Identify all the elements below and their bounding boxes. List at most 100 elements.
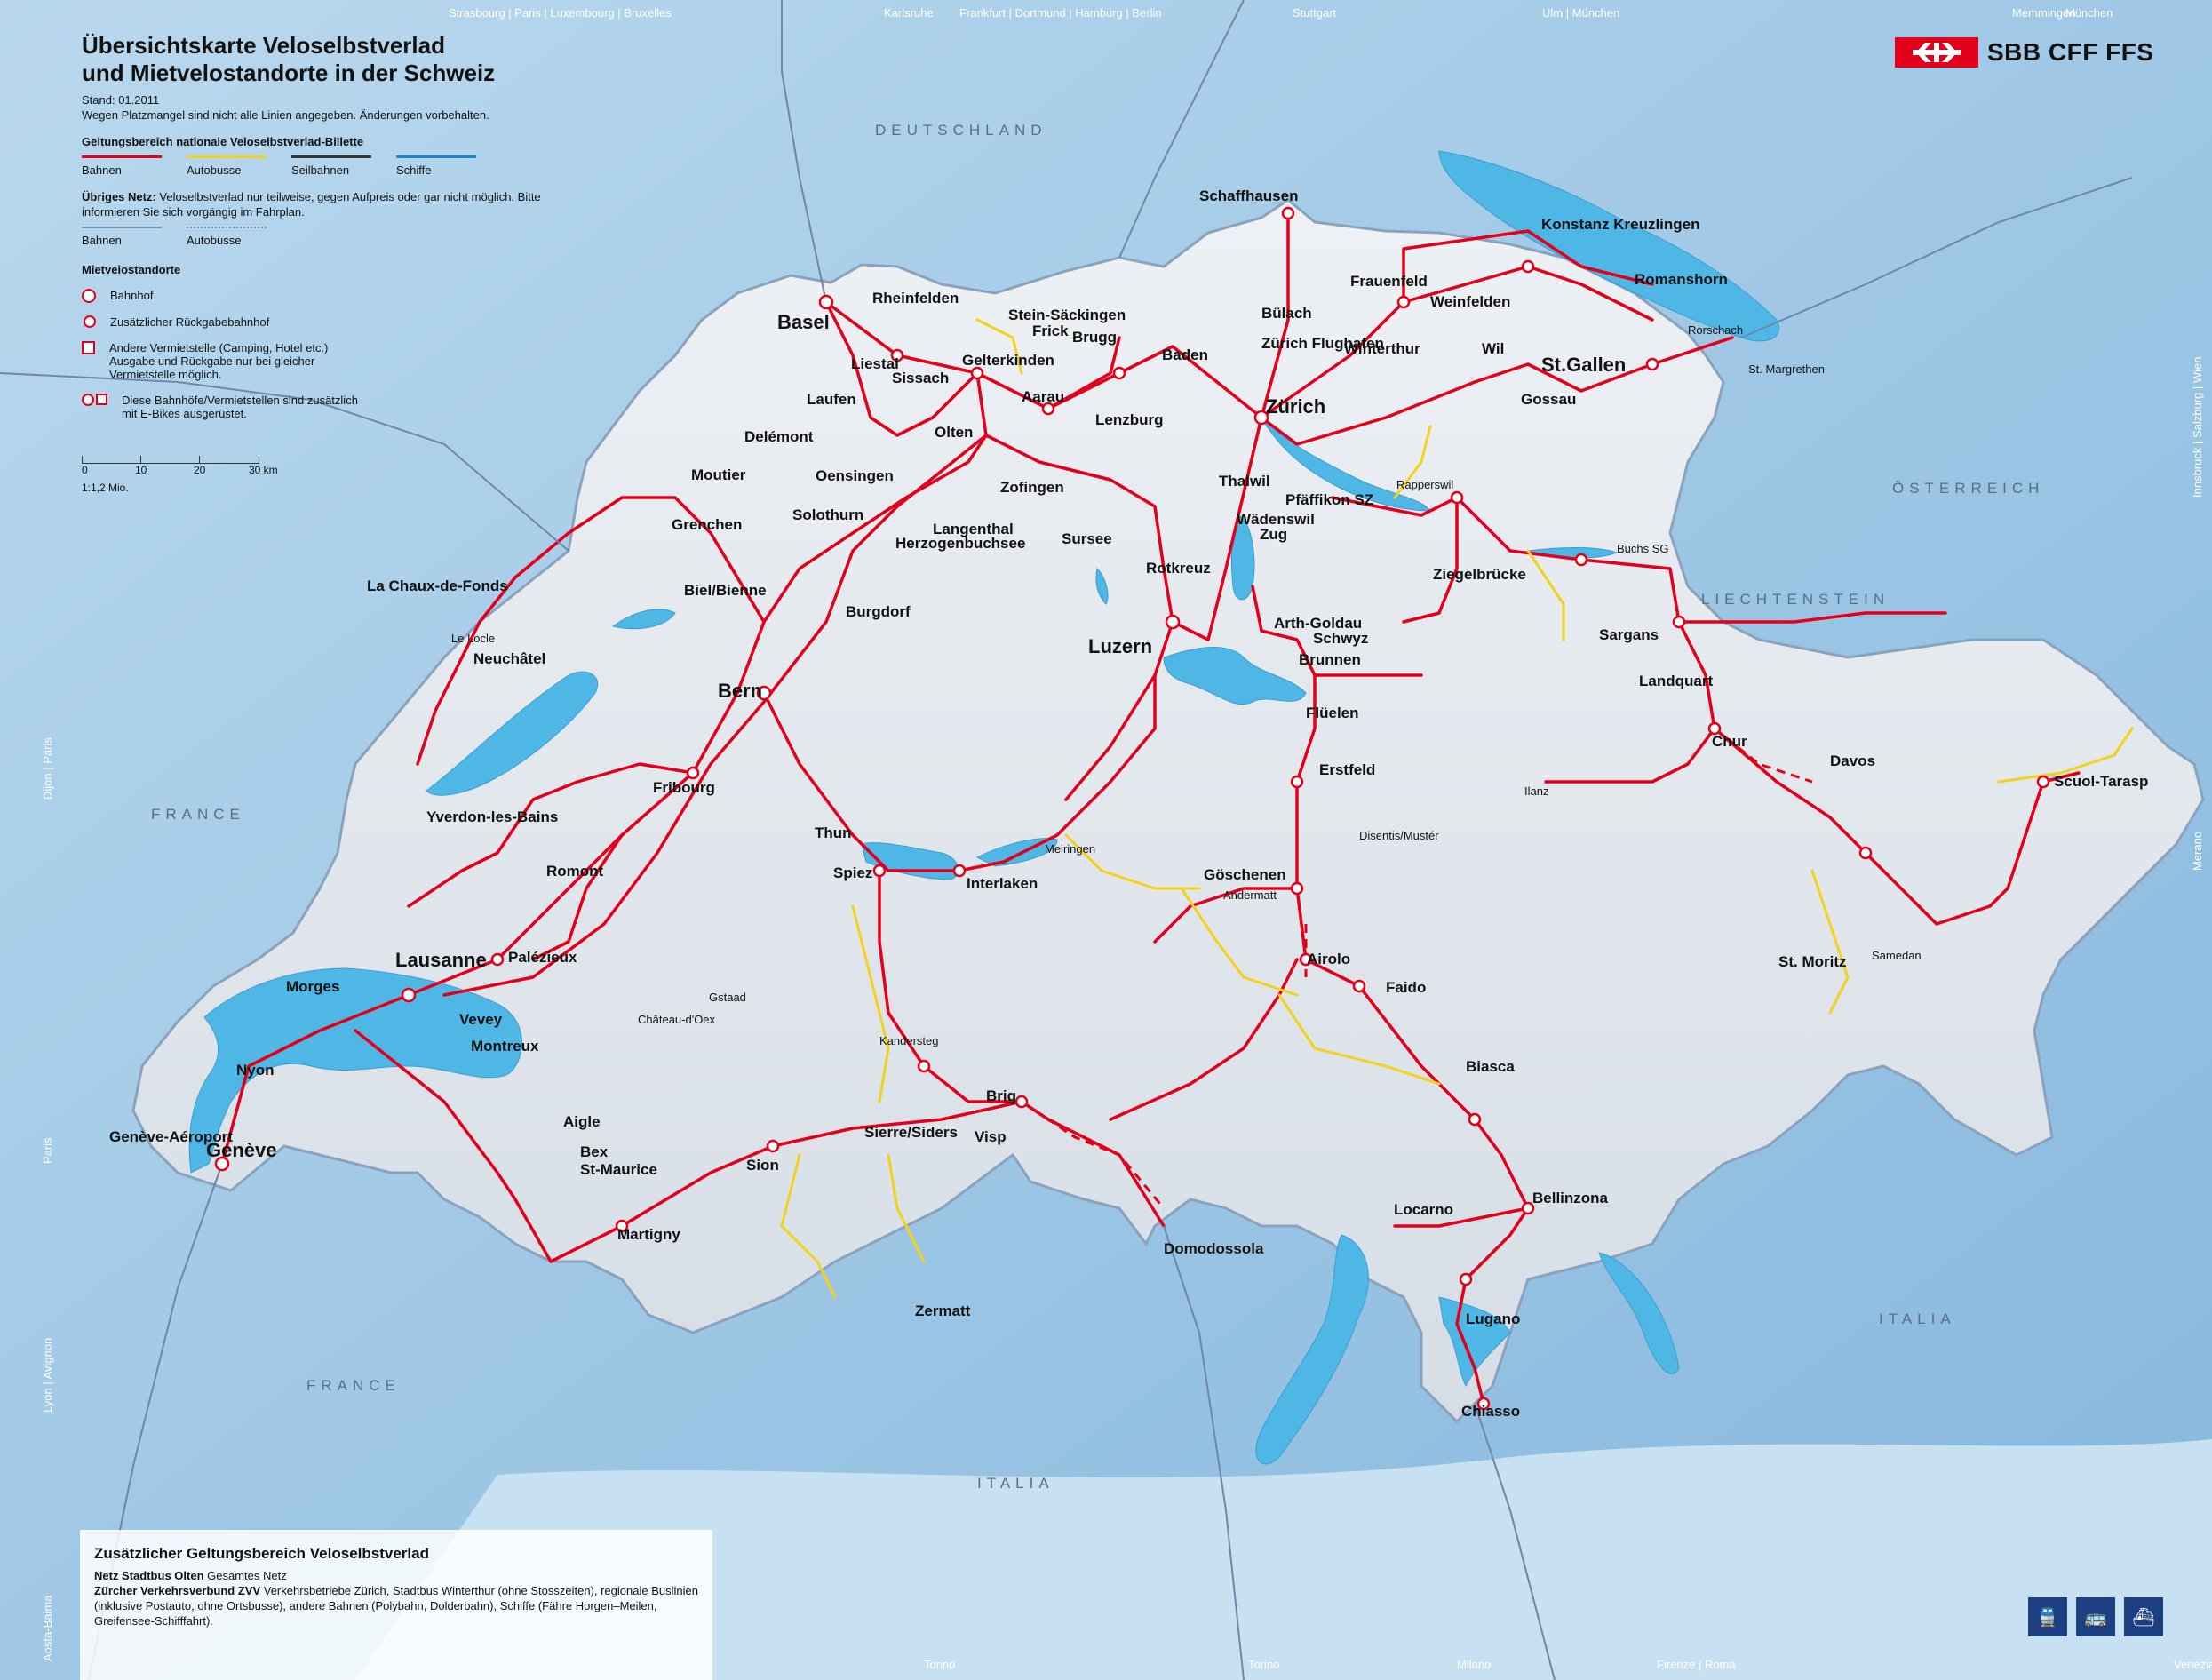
svg-text:Frick: Frick (1032, 322, 1069, 339)
svg-text:Moutier: Moutier (691, 466, 746, 483)
svg-text:FRANCE: FRANCE (306, 1377, 401, 1394)
svg-text:Solothurn: Solothurn (792, 506, 863, 523)
svg-text:Liestal: Liestal (851, 355, 899, 372)
bus-icon: 🚌 (2076, 1597, 2115, 1636)
svg-text:Arth-Goldau: Arth-Goldau (1274, 615, 1362, 632)
svg-text:Brig: Brig (986, 1087, 1016, 1104)
svg-text:Torino: Torino (1248, 1658, 1279, 1671)
svg-text:Göschenen: Göschenen (1204, 866, 1286, 883)
svg-text:Zofingen: Zofingen (1000, 479, 1064, 496)
svg-text:Romont: Romont (546, 863, 604, 880)
title-line-1: Übersichtskarte Veloselbstverlad (82, 32, 445, 59)
svg-text:Vevey: Vevey (459, 1011, 503, 1028)
svg-text:Zermatt: Zermatt (915, 1302, 971, 1319)
svg-text:Milano: Milano (1457, 1658, 1491, 1671)
svg-text:Visp: Visp (975, 1128, 1007, 1145)
rental-heading: Mietvelostandorte (82, 263, 181, 276)
svg-text:Sissach: Sissach (892, 370, 949, 386)
svg-text:Aarau: Aarau (1022, 388, 1064, 405)
svg-text:Rorschach: Rorschach (1688, 323, 1743, 337)
svg-text:Gelterkinden: Gelterkinden (962, 352, 1054, 369)
lake-neuchatel (426, 671, 599, 796)
svg-text:ÖSTERREICH: ÖSTERREICH (1892, 480, 2044, 497)
legend-heading: Geltungsbereich nationale Veloselbstverl… (82, 135, 364, 148)
svg-text:Disentis/Mustér: Disentis/Mustér (1359, 829, 1439, 842)
svg-text:Ilanz: Ilanz (1524, 784, 1548, 798)
svg-text:Zug: Zug (1260, 526, 1287, 543)
legend-rest-rail: Bahnen (82, 227, 162, 247)
lake-sempach (1095, 567, 1109, 605)
legend-bus: Autobusse (187, 155, 267, 177)
svg-text:St. Margrethen: St. Margrethen (1748, 362, 1825, 376)
svg-text:Genève: Genève (206, 1139, 277, 1161)
foreign-rail (0, 0, 2133, 1680)
svg-text:Erstfeld: Erstfeld (1319, 761, 1375, 778)
svg-text:Nyon: Nyon (236, 1062, 275, 1079)
title-note: Wegen Platzmangel sind nicht alle Linien… (82, 108, 489, 122)
svg-text:Lenzburg: Lenzburg (1095, 411, 1164, 428)
svg-text:Sierre/Siders: Sierre/Siders (864, 1124, 958, 1141)
svg-text:Sursee: Sursee (1062, 530, 1112, 547)
scale-ratio: 1:1,2 Mio. (82, 482, 129, 494)
svg-text:St.Gallen: St.Gallen (1541, 354, 1626, 376)
svg-text:Sargans: Sargans (1599, 626, 1659, 643)
train-icon: 🚆 (2028, 1597, 2067, 1636)
ship-icon: ⛴ (2124, 1597, 2163, 1636)
legend-ship: Schiffe (396, 155, 476, 177)
legend-cablecar: Seilbahnen (291, 155, 371, 177)
svg-text:St-Maurice: St-Maurice (580, 1161, 657, 1178)
svg-text:Strasbourg | Paris | Luxembour: Strasbourg | Paris | Luxembourg | Bruxel… (449, 6, 672, 20)
rental-markers (214, 206, 2050, 1411)
svg-text:Langenthal: Langenthal (933, 521, 1014, 537)
svg-text:Lyon | Avignon: Lyon | Avignon (41, 1338, 54, 1413)
svg-text:Morges: Morges (286, 978, 339, 995)
svg-text:Chur: Chur (1712, 733, 1747, 750)
svg-text:Innsbruck | Salzburg | Wien: Innsbruck | Salzburg | Wien (2191, 357, 2204, 498)
svg-text:Thalwil: Thalwil (1219, 473, 1270, 490)
svg-text:Ziegelbrücke: Ziegelbrücke (1433, 566, 1526, 583)
svg-text:Biel/Bienne: Biel/Bienne (684, 582, 767, 599)
svg-text:Schaffhausen: Schaffhausen (1199, 187, 1298, 204)
station-labels: Schaffhausen Konstanz Kreuzlingen Romans… (109, 187, 2148, 1420)
svg-text:Burgdorf: Burgdorf (846, 603, 911, 620)
country-labels: DEUTSCHLAND ÖSTERREICH LIECHTENSTEIN FRA… (151, 122, 2044, 1492)
svg-text:Delémont: Delémont (744, 428, 814, 445)
svg-text:München: München (2065, 6, 2113, 20)
scale-bar: 0 10 20 30 km 1:1,2 Mio. (82, 456, 579, 494)
svg-text:Faido: Faido (1386, 979, 1426, 996)
svg-text:Flüelen: Flüelen (1306, 705, 1359, 721)
svg-text:Samedan: Samedan (1872, 949, 1922, 962)
title-line-2: und Mietvelostandorte in der Schweiz (82, 60, 496, 86)
info-heading: Zusätzlicher Geltungsbereich Veloselbstv… (94, 1545, 429, 1562)
svg-text:Memmingen: Memmingen (2012, 6, 2076, 20)
svg-text:Stuttgart: Stuttgart (1293, 6, 1337, 20)
svg-text:Davos: Davos (1830, 752, 1875, 769)
svg-text:Bülach: Bülach (1261, 305, 1312, 322)
svg-text:Bern: Bern (718, 680, 762, 702)
lake-lucerne (1163, 647, 1307, 705)
svg-text:DEUTSCHLAND: DEUTSCHLAND (875, 122, 1047, 139)
svg-text:Frankfurt | Dortmund | Hamburg: Frankfurt | Dortmund | Hamburg | Berlin (959, 6, 1162, 20)
svg-text:Palézieux: Palézieux (508, 949, 577, 966)
svg-text:Merano: Merano (2191, 832, 2204, 871)
svg-text:Kandersteg: Kandersteg (879, 1034, 939, 1047)
svg-text:Oensingen: Oensingen (816, 467, 894, 484)
svg-text:Fribourg: Fribourg (653, 779, 715, 796)
svg-text:La Chaux-de-Fonds: La Chaux-de-Fonds (367, 577, 508, 594)
svg-text:Brugg: Brugg (1072, 329, 1117, 346)
svg-text:ITALIA: ITALIA (1879, 1310, 1956, 1327)
svg-text:Martigny: Martigny (617, 1226, 680, 1243)
svg-text:Olten: Olten (935, 424, 973, 441)
svg-text:Paris: Paris (41, 1137, 54, 1164)
svg-text:Gossau: Gossau (1521, 391, 1576, 408)
svg-text:Andermatt: Andermatt (1223, 888, 1277, 902)
svg-text:Basel: Basel (777, 311, 830, 333)
svg-text:Herzogenbuchsee: Herzogenbuchsee (895, 535, 1025, 552)
svg-text:Venezia: Venezia (2174, 1658, 2212, 1671)
legend-bahnhof: Bahnhof (82, 289, 579, 303)
svg-text:Rheinfelden: Rheinfelden (872, 290, 959, 307)
svg-text:Aigle: Aigle (563, 1113, 601, 1130)
svg-text:Aosta-Baima: Aosta-Baima (41, 1595, 54, 1661)
svg-text:Luzern: Luzern (1088, 635, 1152, 657)
